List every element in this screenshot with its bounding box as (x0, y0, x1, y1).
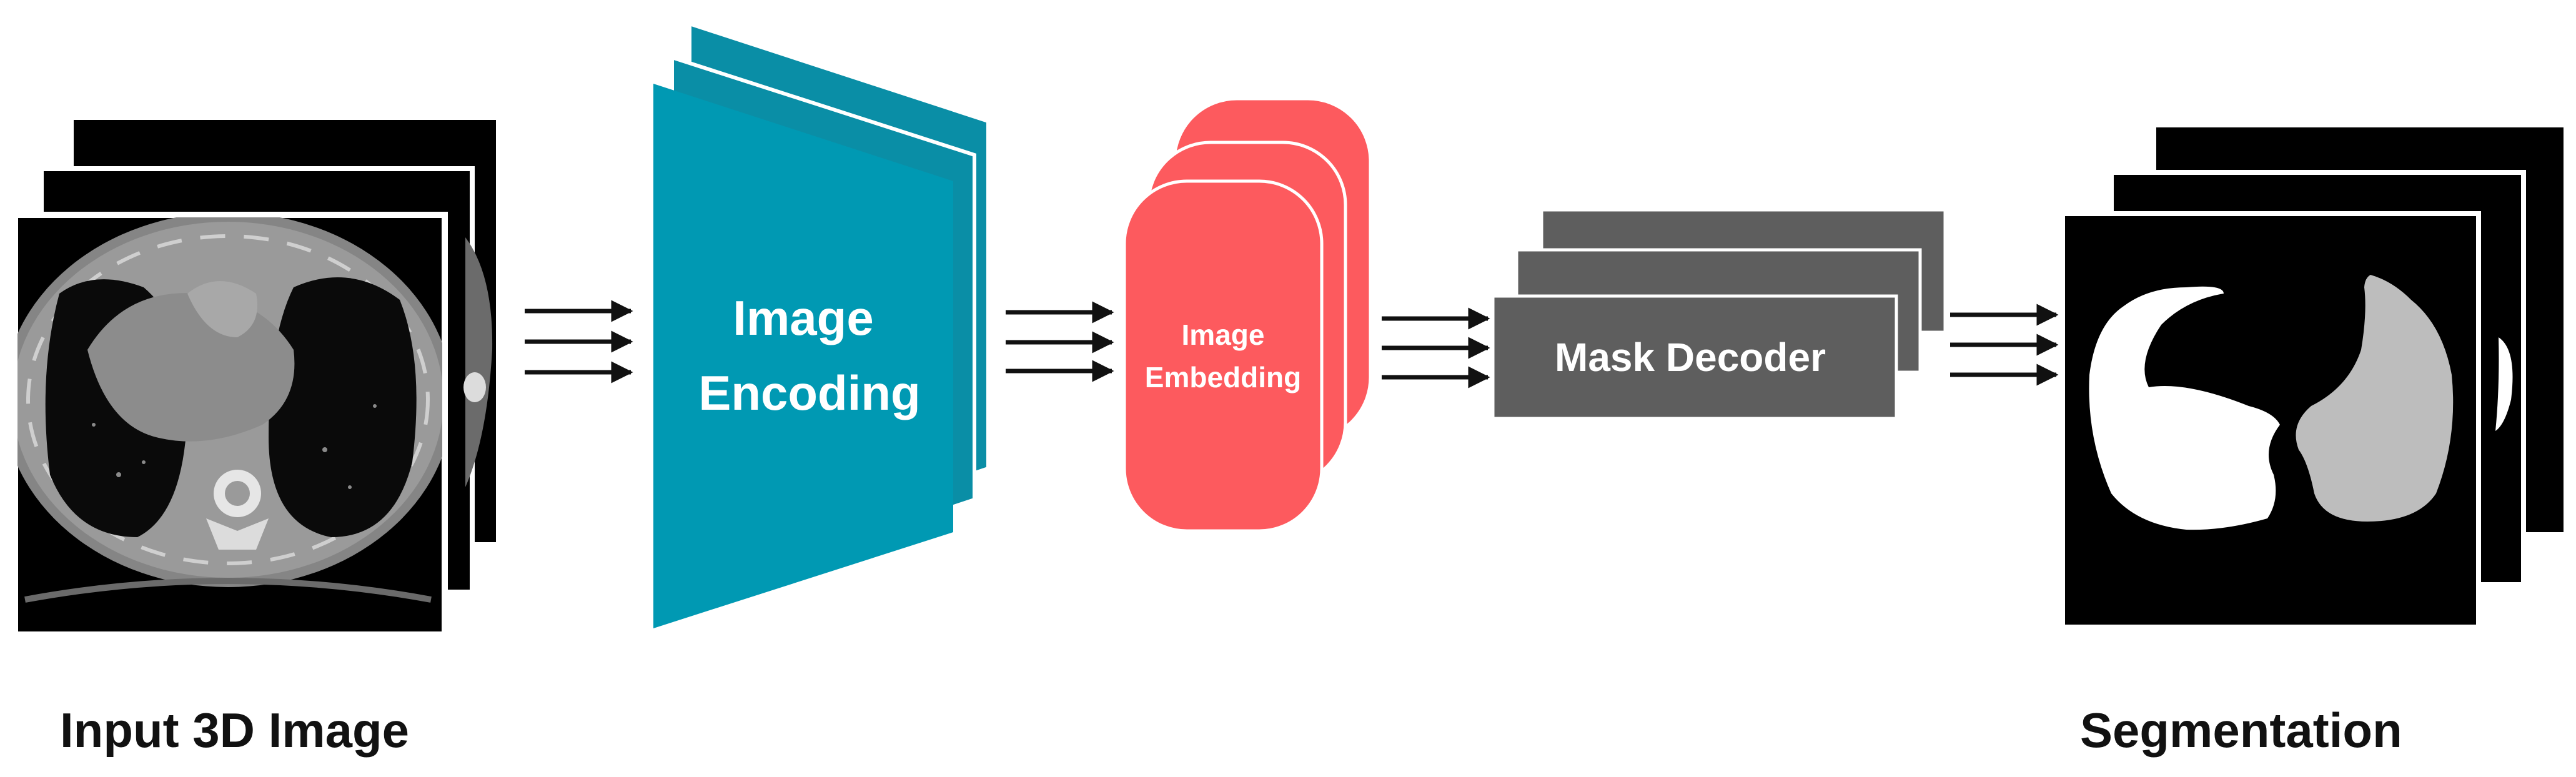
arrows-encoder-to-embedding (1006, 301, 1114, 382)
segmentation-stack (2060, 122, 2569, 630)
arrows-decoder-to-output (1950, 304, 2059, 386)
ct-slice-front (12, 212, 448, 638)
encoder-label-line2: Encoding (698, 365, 920, 420)
encoder-label-line1: Image (733, 290, 873, 345)
arrows-input-to-encoder (525, 300, 633, 384)
image-encoder: Image Encoding (653, 21, 990, 628)
encoder-layer-front (653, 84, 953, 628)
input-image-stack (12, 120, 496, 638)
input-caption: Input 3D Image (60, 703, 409, 758)
decoder-layer-front (1491, 294, 1898, 420)
embedding-label-line1: Image (1182, 319, 1265, 351)
mask-decoder: Mask Decoder (1491, 208, 1947, 420)
embedding-label-line2: Embedding (1145, 361, 1301, 393)
output-caption: Segmentation (2080, 703, 2402, 758)
mask-white-lung (2089, 286, 2280, 530)
embedding-layer-front (1122, 179, 1324, 533)
mask-gray-lung (2296, 275, 2454, 522)
decoder-label: Mask Decoder (1555, 335, 1826, 380)
image-embedding: Image Embedding (1122, 97, 1372, 533)
seg-slice-front (2060, 211, 2481, 630)
arrows-embedding-to-decoder (1382, 307, 1490, 388)
